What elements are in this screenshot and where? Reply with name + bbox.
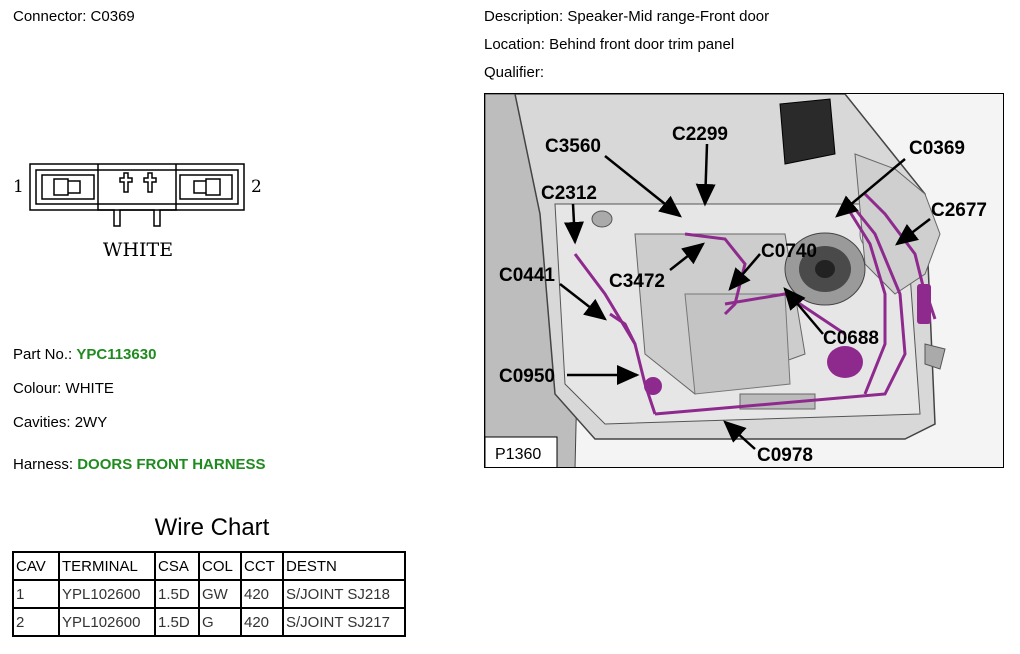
figure-id-box	[485, 436, 558, 467]
callout-labels: C3560 C2299 C0369 C2312 C2677 C0740 C044…	[499, 124, 987, 466]
harness-line: Harness: DOORS FRONT HARNESS	[13, 456, 266, 473]
callout-c0950: C0950	[499, 366, 555, 387]
qualifier-line: Qualifier:	[484, 64, 544, 81]
callout-c0688: C0688	[823, 328, 879, 349]
cell-csa: 1.5D	[154, 607, 200, 637]
col-header-col: COL	[198, 551, 242, 581]
callout-arrows	[559, 143, 931, 450]
wire-chart-table: CAV TERMINAL CSA COL CCT DESTN 1 YPL1026…	[12, 551, 406, 637]
part-line: Part No.: YPC113630	[13, 346, 156, 363]
location-label: Location:	[484, 36, 545, 53]
description-line: Description: Speaker-Mid range-Front doo…	[484, 8, 769, 25]
wire-chart-title: Wire Chart	[154, 514, 270, 541]
cavities-value: 2WY	[74, 414, 108, 431]
connector-label: Connector:	[13, 8, 87, 25]
cell-terminal: YPL102600	[58, 607, 156, 637]
part-number-link[interactable]: YPC113630	[76, 346, 157, 363]
cavities-line: Cavities: 2WY	[13, 414, 107, 431]
harness-connectors	[644, 284, 931, 395]
cell-col: G	[198, 607, 242, 637]
harness-link[interactable]: DOORS FRONT HARNESS	[77, 456, 266, 473]
callout-c0978: C0978	[757, 445, 813, 466]
harness-wires	[573, 192, 937, 416]
cell-cav: 2	[12, 607, 60, 637]
cell-cct: 420	[240, 607, 284, 637]
mirror-shape	[779, 98, 836, 165]
connector-face-diagram: 1 2 WHITE	[13, 163, 262, 261]
cell-col: GW	[198, 579, 242, 609]
cell-cct: 420	[240, 579, 284, 609]
col-header-terminal: TERMINAL	[58, 551, 156, 581]
cell-cav: 1	[12, 579, 60, 609]
pin-label-right: 2	[251, 177, 262, 197]
pin-label-left: 1	[13, 177, 24, 197]
callout-c0740: C0740	[761, 241, 817, 262]
cell-csa: 1.5D	[154, 579, 200, 609]
door-illustration: C3560 C2299 C0369 C2312 C2677 C0740 C044…	[485, 94, 987, 467]
col-header-csa: CSA	[154, 551, 200, 581]
callout-c0369: C0369	[909, 138, 965, 159]
cell-destn: S/JOINT SJ217	[282, 607, 406, 637]
callout-c2299: C2299	[672, 124, 728, 145]
col-header-destn: DESTN	[282, 551, 406, 581]
cell-terminal: YPL102600	[58, 579, 156, 609]
description-label: Description:	[484, 8, 564, 25]
figure-id: P1360	[495, 446, 541, 463]
harness-label: Harness:	[13, 456, 74, 473]
wire-chart-header-row: CAV TERMINAL CSA COL CCT DESTN	[12, 551, 406, 581]
table-row: 1 YPL102600 1.5D GW 420 S/JOINT SJ218	[12, 579, 406, 609]
colour-label: Colour:	[13, 380, 62, 397]
callout-c2677: C2677	[931, 200, 987, 221]
description-value: Speaker-Mid range-Front door	[567, 8, 770, 25]
col-header-cav: CAV	[12, 551, 60, 581]
callout-c3560: C3560	[545, 136, 601, 157]
connector-colour-text: WHITE	[103, 239, 173, 261]
connector-value: C0369	[90, 8, 135, 25]
cell-destn: S/JOINT SJ218	[282, 579, 406, 609]
speaker	[784, 232, 866, 306]
col-header-cct: CCT	[240, 551, 284, 581]
qualifier-label: Qualifier:	[484, 64, 545, 81]
colour-value: WHITE	[65, 380, 114, 397]
part-label: Part No.:	[13, 346, 73, 363]
colour-line: Colour: WHITE	[13, 380, 114, 397]
callout-c2312: C2312	[541, 183, 597, 204]
callout-c0441: C0441	[499, 265, 555, 286]
callout-c3472: C3472	[609, 271, 665, 292]
connector-line: Connector: C0369	[13, 8, 135, 25]
location-value: Behind front door trim panel	[549, 36, 735, 53]
cavities-label: Cavities:	[13, 414, 71, 431]
location-line: Location: Behind front door trim panel	[484, 36, 734, 53]
door-location-figure: C3560 C2299 C0369 C2312 C2677 C0740 C044…	[484, 93, 1004, 468]
table-row: 2 YPL102600 1.5D G 420 S/JOINT SJ217	[12, 607, 406, 637]
